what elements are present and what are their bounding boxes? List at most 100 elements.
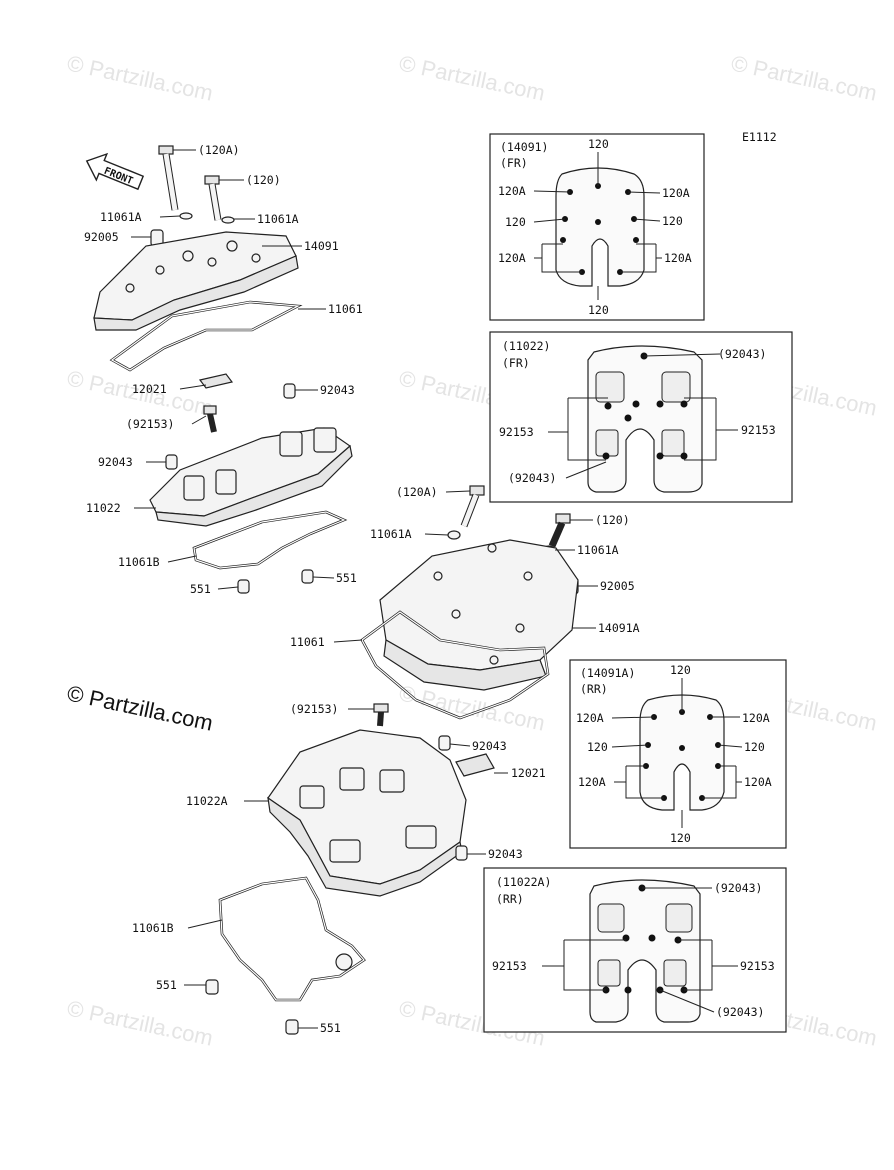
inset-11022A-r: 92153 — [740, 959, 775, 973]
inset-14091-l3: 120A — [498, 251, 526, 265]
inset-11022A-br: (92043) — [716, 1005, 764, 1019]
cylinder-head-11022 — [149, 427, 353, 527]
callout-11022: 11022 — [86, 501, 121, 515]
dowel-92043-c — [438, 735, 451, 751]
plug-551-b2 — [285, 1019, 299, 1035]
bolt-120A-top — [158, 145, 179, 211]
bolt-120-top — [204, 175, 222, 221]
inset-11022A-tr: (92043) — [714, 881, 762, 895]
gasket-11061 — [109, 300, 303, 372]
callout-92153-b: (92153) — [290, 702, 338, 716]
washer-11061A-r — [221, 216, 235, 224]
callout-120-mid: (120) — [595, 513, 630, 527]
inset-14091-bottom: 120 — [588, 303, 609, 317]
inset-14091-r1: 120A — [662, 186, 690, 200]
plate-12021 — [198, 373, 234, 389]
bolt-120A-mid — [460, 485, 485, 528]
bolt-92153 — [203, 405, 217, 433]
callout-11061B: 11061B — [118, 555, 160, 569]
callout-12021: 12021 — [132, 382, 167, 396]
callout-92043-c: 92043 — [472, 739, 507, 753]
watermark-3: © Partzilla.com — [729, 50, 879, 105]
inset-14091-top: 120 — [588, 137, 609, 151]
washer-11061A-mid-l — [447, 530, 461, 540]
callout-92043-a: 92043 — [320, 383, 355, 397]
callout-11061B-b: 11061B — [132, 921, 174, 935]
inset-14091-l2: 120 — [505, 215, 526, 229]
inset-14091A-r2: 120 — [744, 740, 765, 754]
inset-14091-r3: 120A — [664, 251, 692, 265]
inset-11022A-sub: (RR) — [496, 892, 524, 906]
inset-11022-title: (11022) — [502, 339, 550, 353]
callout-551-r: 551 — [336, 571, 357, 585]
callout-92005-mid: 92005 — [600, 579, 635, 593]
plug-551-r — [301, 569, 314, 584]
callout-11061A-mid-l: 11061A — [370, 527, 412, 541]
callout-11061-mid: 11061 — [290, 635, 325, 649]
inset-11022-bl: (92043) — [508, 471, 556, 485]
inset-14091A-l2: 120 — [587, 740, 608, 754]
plug-551-l — [237, 579, 250, 594]
inset-14091A-r1: 120A — [742, 711, 770, 725]
callout-120-top: (120) — [246, 173, 281, 187]
callout-551-b2: 551 — [320, 1021, 341, 1035]
callout-551-b1: 551 — [156, 978, 177, 992]
callout-14091: 14091 — [304, 239, 339, 253]
inset-14091A-top: 120 — [670, 663, 691, 677]
inset-14091-r2: 120 — [662, 214, 683, 228]
bolt-120-mid — [548, 513, 571, 548]
callout-11061A-mid-r: 11061A — [577, 543, 619, 557]
callout-92005: 92005 — [84, 230, 119, 244]
inset-11022A-title: (11022A) — [496, 875, 551, 889]
washer-11061A-l — [179, 212, 193, 220]
callout-12021-b: 12021 — [511, 766, 546, 780]
watermark-1: © Partzilla.com — [65, 50, 215, 105]
inset-14091-title: (14091) — [500, 140, 548, 154]
callout-11022A: 11022A — [186, 794, 228, 808]
gasket-11061B-b — [218, 876, 366, 1002]
inset-11022A-rr: (11022A) (RR) (92043) 92153 92153 (92043… — [483, 867, 787, 1033]
callout-92153: (92153) — [126, 417, 174, 431]
callout-11061A-l: 11061A — [100, 210, 142, 224]
inset-11022A-l: 92153 — [492, 959, 527, 973]
inset-11022-tr: (92043) — [718, 347, 766, 361]
inset-14091A-l3: 120A — [578, 775, 606, 789]
plate-12021-b — [455, 753, 495, 777]
inset-11022-r: 92153 — [741, 423, 776, 437]
callout-120A-mid: (120A) — [396, 485, 438, 499]
plug-551-b1 — [205, 979, 219, 995]
gasket-11061-mid — [360, 610, 550, 720]
cylinder-head-11022A — [267, 729, 467, 897]
callout-92043-d: 92043 — [488, 847, 523, 861]
inset-14091-sub: (FR) — [500, 156, 528, 170]
copyright-text: © Partzilla.com — [65, 680, 215, 735]
inset-14091A-r3: 120A — [744, 775, 772, 789]
gasket-11061B — [192, 510, 348, 570]
cylinder-head-cover-14091 — [93, 231, 299, 331]
callout-551-l: 551 — [190, 582, 211, 596]
diagram-code: E1112 — [742, 130, 777, 144]
callout-92043-b: 92043 — [98, 455, 133, 469]
cylinder-head-cover-14091A — [379, 539, 579, 691]
callout-14091A: 14091A — [598, 621, 640, 635]
dowel-92043-a — [283, 383, 296, 399]
bolt-92153-b — [373, 703, 389, 727]
dowel-92043-b — [165, 454, 178, 470]
inset-14091A-rr: (14091A) (RR) 120 120 120A 120 120A 120A… — [569, 659, 787, 849]
callout-11061: 11061 — [328, 302, 363, 316]
inset-14091A-sub: (RR) — [580, 682, 608, 696]
inset-11022-l: 92153 — [499, 425, 534, 439]
inset-14091A-bottom: 120 — [670, 831, 691, 845]
inset-14091A-title: (14091A) — [580, 666, 635, 680]
dowel-92043-d — [455, 845, 468, 861]
inset-11022-fr: (11022) (FR) (92043) 92153 92153 (92043) — [489, 331, 793, 503]
inset-11022-sub: (FR) — [502, 356, 530, 370]
watermark-2: © Partzilla.com — [397, 50, 547, 105]
inset-14091-l1: 120A — [498, 184, 526, 198]
inset-14091-fr: (14091) (FR) 120 120 120A 120 120A 120A … — [489, 133, 705, 321]
callout-11061A-r: 11061A — [257, 212, 299, 226]
front-arrow-icon: FRONT — [85, 152, 145, 191]
callout-120A-top: (120A) — [198, 143, 240, 157]
inset-14091A-l1: 120A — [576, 711, 604, 725]
